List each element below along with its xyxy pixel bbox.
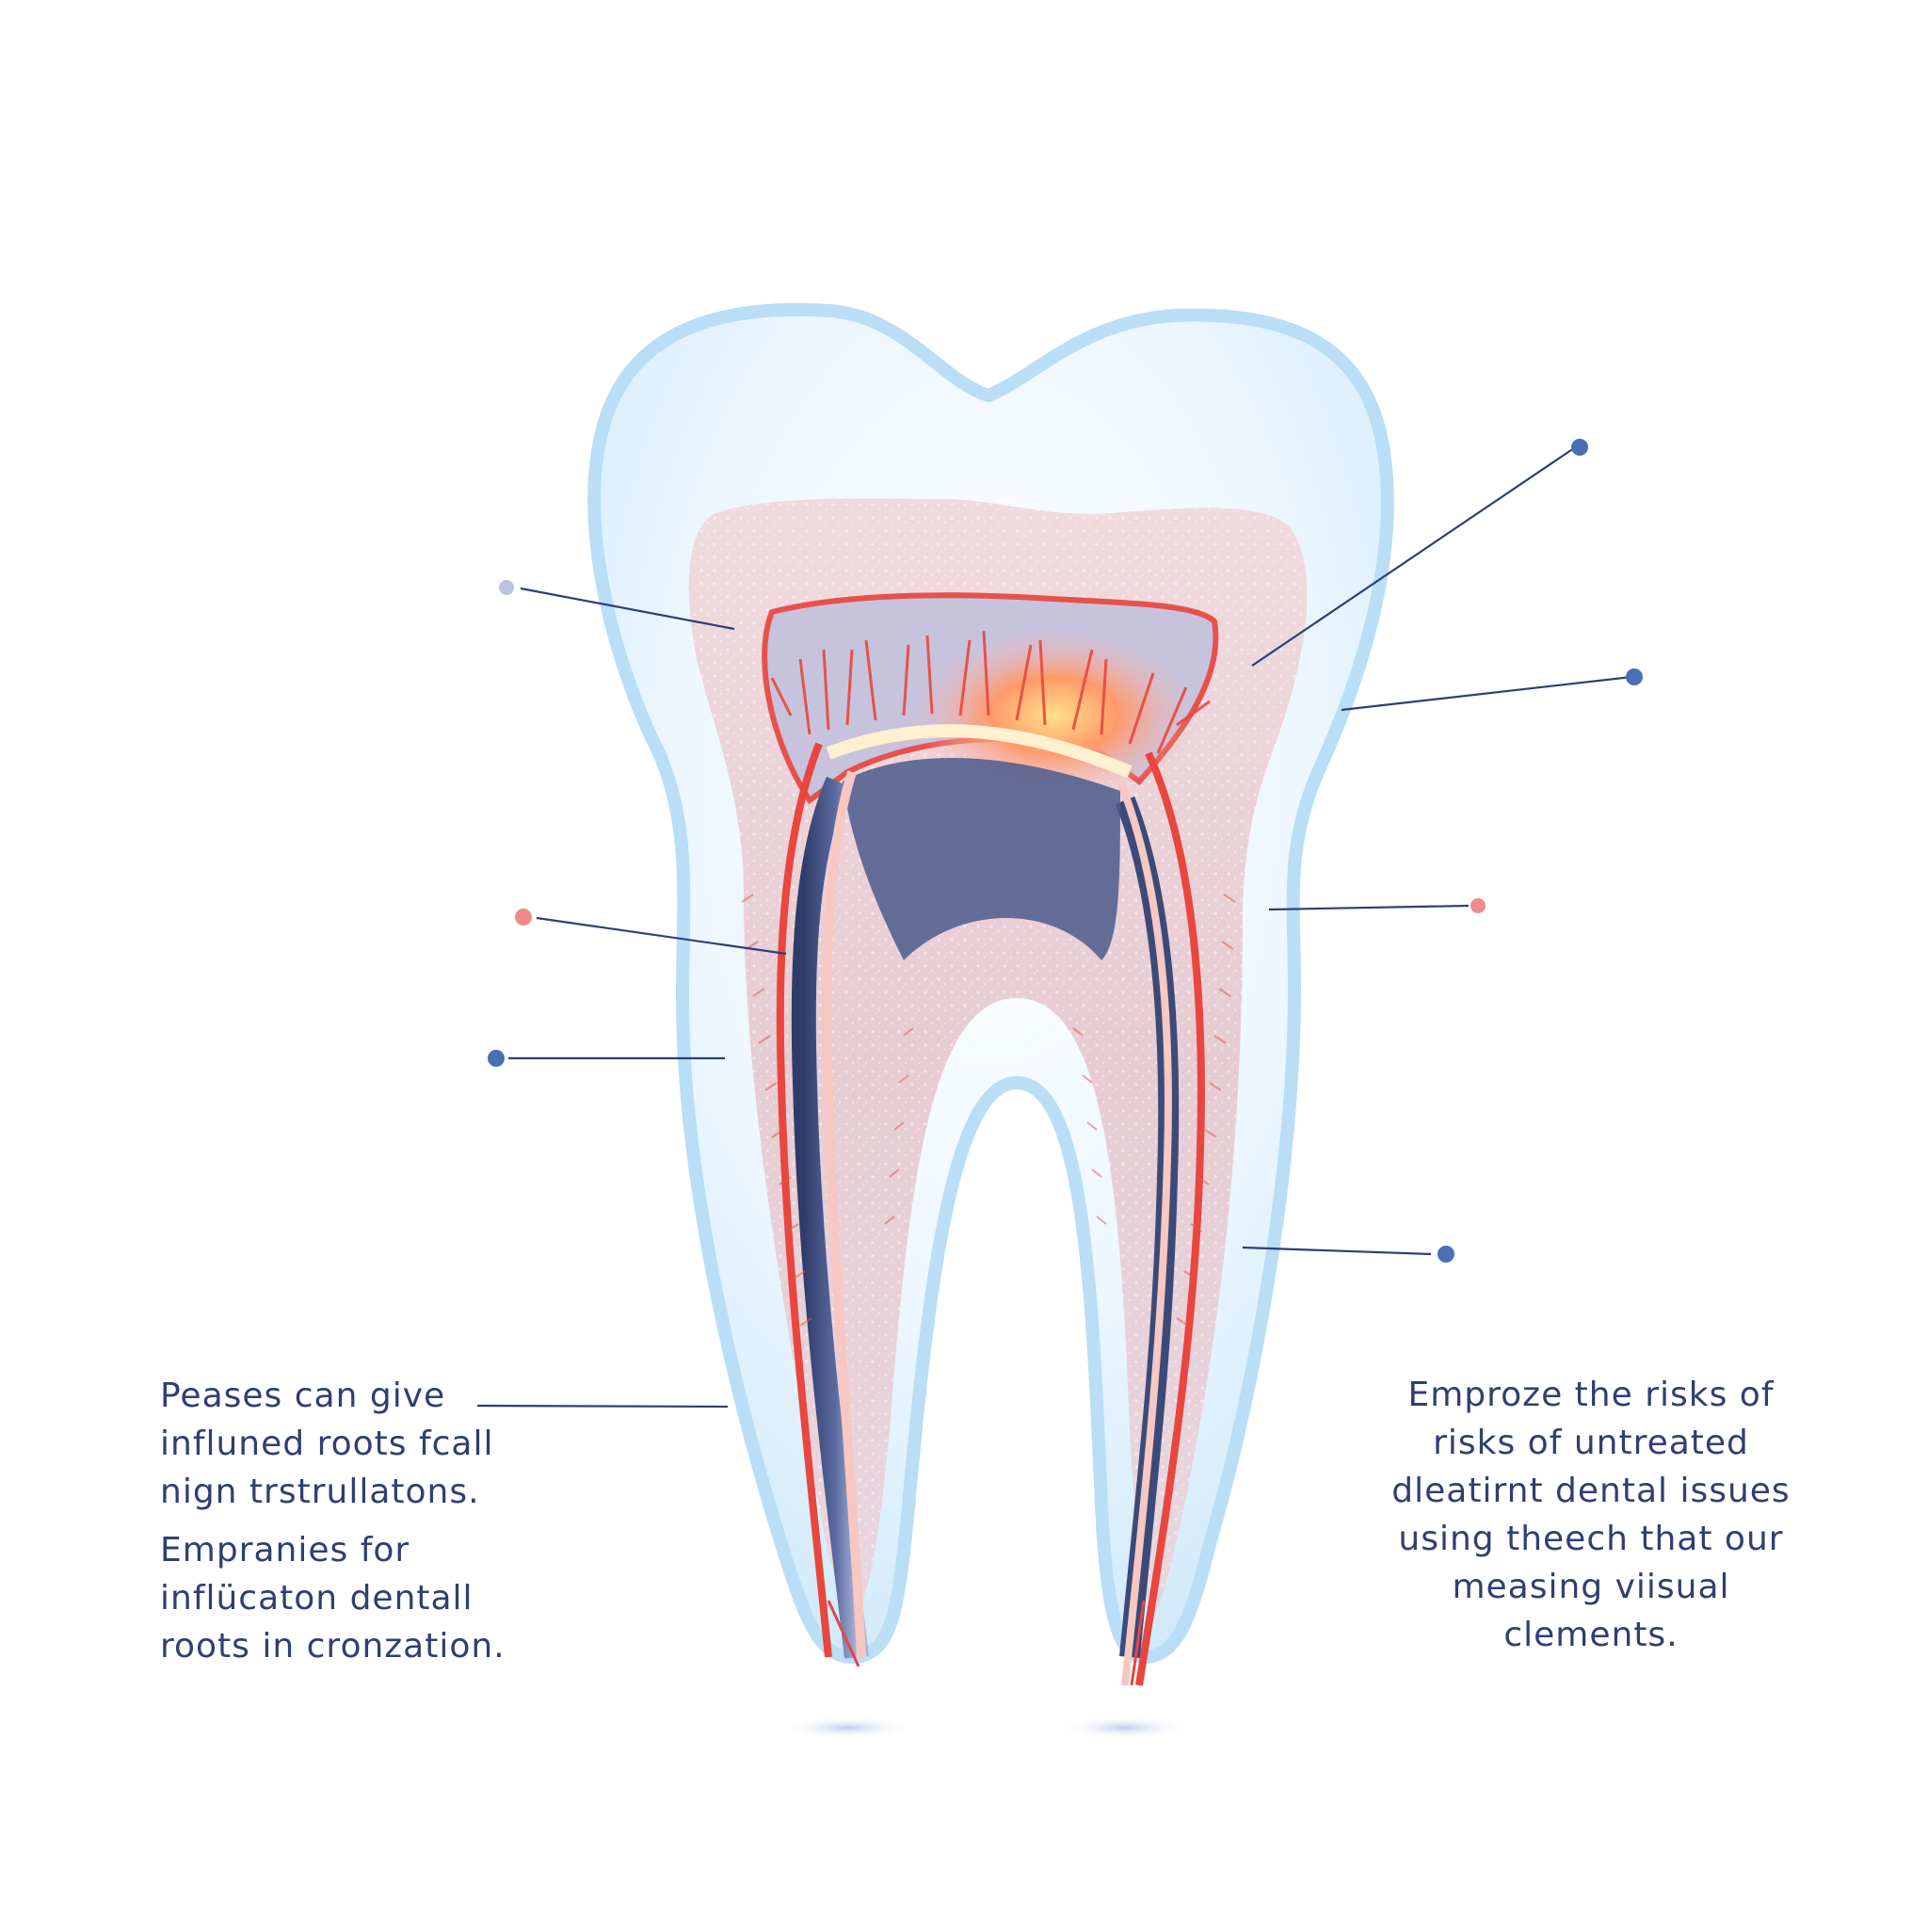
callout-line-mid-right	[1268, 904, 1470, 911]
pulp-wall-left	[776, 742, 832, 1658]
callout-line-mid-left	[536, 916, 787, 956]
caption-line: influned roots fcall	[160, 1425, 494, 1463]
root-tip-right	[1130, 1600, 1146, 1686]
callout-line-upper-left	[520, 587, 735, 631]
dentin-tubules	[741, 894, 1236, 1327]
caption-line: Empranies for	[160, 1531, 410, 1570]
callout-line-upper-right	[1251, 447, 1575, 667]
callout-dot-right-enamel	[1626, 668, 1643, 685]
callouts	[476, 439, 1643, 1409]
callout-dot-upper-left	[499, 580, 514, 595]
pulp-wall-right	[1135, 751, 1205, 1686]
pulp-glow	[913, 631, 1196, 800]
pulp-roof	[826, 724, 1133, 779]
pulp-wall-right-inner	[1117, 780, 1172, 1686]
caption-line: Emproze the risks of	[1407, 1376, 1775, 1414]
ground-shadow-left	[781, 1716, 913, 1739]
callout-line-right-enamel	[1341, 675, 1632, 712]
caption-left-bottom: Empranies for inflücaton dentall roots i…	[160, 1526, 506, 1670]
caption-line: Peases can give	[160, 1377, 446, 1415]
caption-line: risks of untreated	[1433, 1424, 1749, 1462]
callout-dot-upper-right	[1571, 439, 1588, 456]
callout-dot-mid-right	[1470, 898, 1486, 913]
caption-line: dleatirnt dental issues	[1391, 1472, 1791, 1510]
caption-line: nign trstrullatons.	[160, 1473, 480, 1511]
caption-right: Emproze the risks of risks of untreated …	[1374, 1371, 1808, 1659]
root-tip-left	[827, 1600, 860, 1667]
caption-line: roots in cronzation.	[160, 1627, 506, 1666]
canal-left	[791, 776, 869, 1659]
caption-left-top: Peases can give influned roots fcall nig…	[160, 1372, 493, 1516]
caption-line: clements.	[1503, 1616, 1679, 1654]
inner-crown-arch	[843, 758, 1120, 960]
callout-dot-lower-left	[488, 1050, 505, 1067]
caption-line: measing viisual	[1452, 1568, 1730, 1606]
pulp-nerve-branches	[770, 630, 1211, 754]
caption-line: using theech that our	[1398, 1520, 1784, 1558]
ground-shadow-right	[1059, 1716, 1191, 1739]
callout-dot-mid-left	[515, 909, 532, 926]
caption-line: inflücaton dentall	[160, 1579, 474, 1618]
callout-line-bottom-left	[476, 1404, 729, 1409]
callout-line-lower-right	[1242, 1246, 1432, 1256]
pulp-wall-left-inner	[822, 770, 866, 1658]
callout-dot-lower-right	[1438, 1246, 1454, 1263]
